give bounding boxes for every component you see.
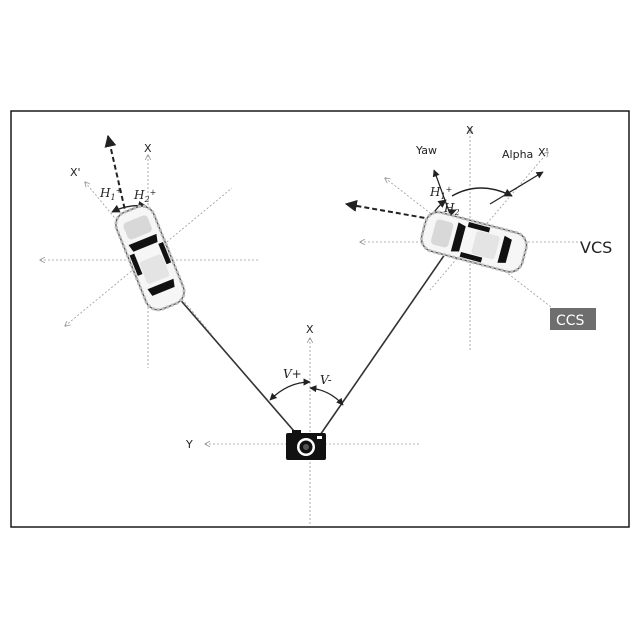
v-plus-label: V+: [283, 367, 302, 381]
car-left-icon: [112, 202, 188, 313]
right-xprime-label: X': [538, 146, 549, 159]
right-x-label: X: [466, 124, 474, 137]
camera-icon: [286, 430, 326, 460]
alpha-label: Alpha: [502, 148, 533, 161]
car-right-icon: [419, 209, 530, 275]
v-minus-label: V-: [320, 373, 332, 387]
left-h2-label: H2+: [133, 188, 156, 204]
diagram-frame: [11, 111, 629, 527]
left-xprime-label: X': [70, 166, 81, 179]
left-x-label: X: [144, 142, 152, 155]
vcs-label: VCS: [580, 238, 612, 257]
alpha-arrow: [490, 172, 543, 204]
ccs-label: CCS: [556, 313, 585, 329]
camera-to-right-car-line: [318, 244, 452, 438]
camera-y-label: Y: [185, 438, 193, 451]
camera-x-label: X: [306, 323, 314, 336]
left-h1-label: H1+: [99, 186, 122, 202]
yaw-alpha-arc: [452, 188, 512, 196]
v-minus-arc: [310, 388, 343, 405]
v-plus-arc: [270, 382, 310, 400]
yaw-label: Yaw: [415, 144, 437, 157]
